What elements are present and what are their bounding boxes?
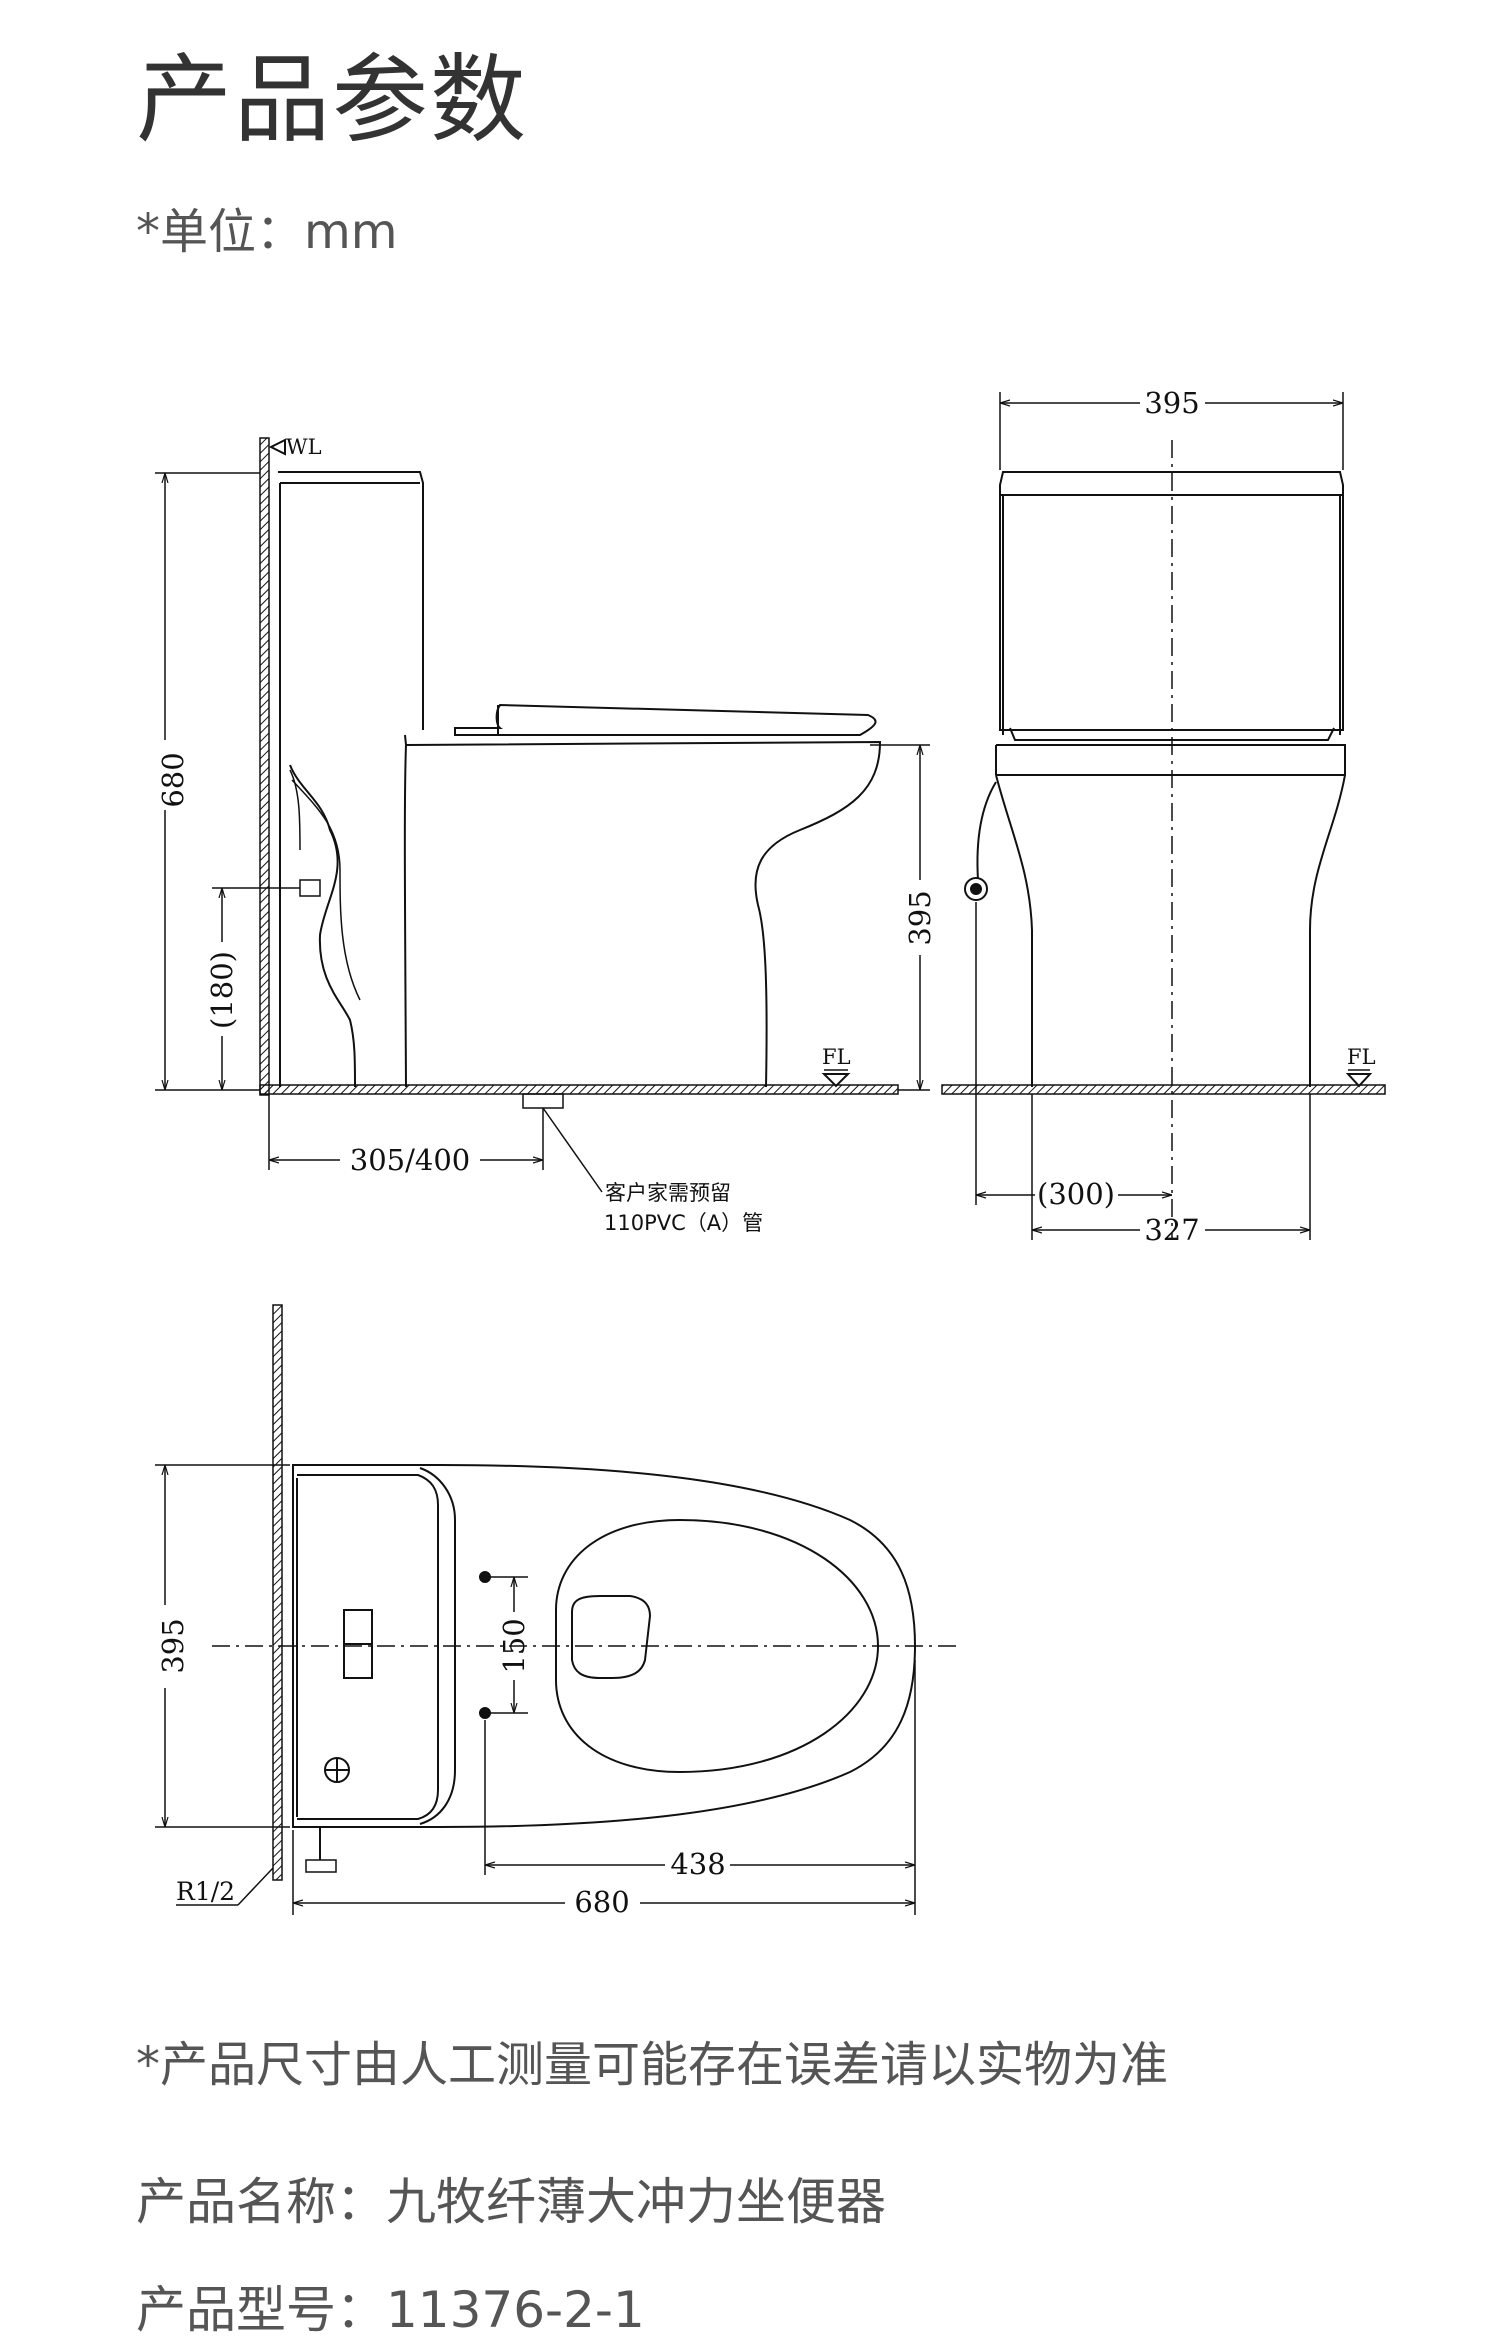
side-wall <box>259 437 270 1096</box>
unit-note: *单位：mm <box>136 204 398 260</box>
side-trapway <box>289 764 356 1088</box>
side-pipe-height-label: (180) <box>205 951 239 1029</box>
bolt-spacing-label: 150 <box>497 1618 531 1673</box>
front-tank <box>999 471 1344 731</box>
wl-marker-icon <box>268 438 286 456</box>
side-seat-height-label: 395 <box>903 890 937 945</box>
front-base-width-label: 327 <box>1144 1213 1199 1247</box>
inlet-label: R1/2 <box>176 1877 235 1906</box>
top-view <box>272 1304 917 1881</box>
total-length-label: 680 <box>574 1885 629 1919</box>
front-dimensions <box>975 392 1344 1240</box>
side-height-label: 680 <box>156 752 190 807</box>
page-title: 产品参数 <box>136 44 528 156</box>
front-view <box>941 471 1386 1095</box>
rough-in-label: 305/400 <box>350 1143 470 1177</box>
front-width-label: 395 <box>1144 386 1199 420</box>
front-fl-label: FL <box>1347 1045 1376 1069</box>
product-model: 产品型号：11376-2-1 <box>136 2281 645 2339</box>
side-tank <box>278 471 424 1087</box>
front-floor <box>941 1084 1386 1095</box>
top-dimensions <box>155 1464 916 1915</box>
top-width-label: 395 <box>156 1618 190 1673</box>
side-bowl <box>403 734 882 1088</box>
top-wall <box>272 1304 283 1881</box>
product-name: 产品名称：九牧纤薄大冲力坐便器 <box>136 2173 886 2231</box>
side-seat <box>454 703 877 736</box>
front-bowl <box>995 744 1346 1087</box>
pipe-note-line2: 110PVC（A）管 <box>604 1211 763 1235</box>
side-fl-icon <box>821 1073 851 1088</box>
wl-label: WL <box>286 435 322 459</box>
measurement-note: *产品尺寸由人工测量可能存在误差请以实物为准 <box>136 2037 1169 2093</box>
side-view <box>259 437 899 1109</box>
side-dimensions <box>155 472 930 1193</box>
top-drain <box>571 1595 652 1679</box>
front-fl-icon <box>1345 1073 1373 1088</box>
bowl-length-label: 438 <box>670 1847 725 1881</box>
side-fl-label: FL <box>822 1045 851 1069</box>
top-tank-lid <box>297 1474 439 1820</box>
front-supply-hose <box>976 781 997 881</box>
pipe-note-line1: 客户家需预留 <box>605 1181 731 1205</box>
technical-drawing: WL 680 (180) 395 FL 305/400 客户家需预留 110PV… <box>155 386 1386 1919</box>
front-inlet-offset-label: (300) <box>1037 1177 1115 1211</box>
